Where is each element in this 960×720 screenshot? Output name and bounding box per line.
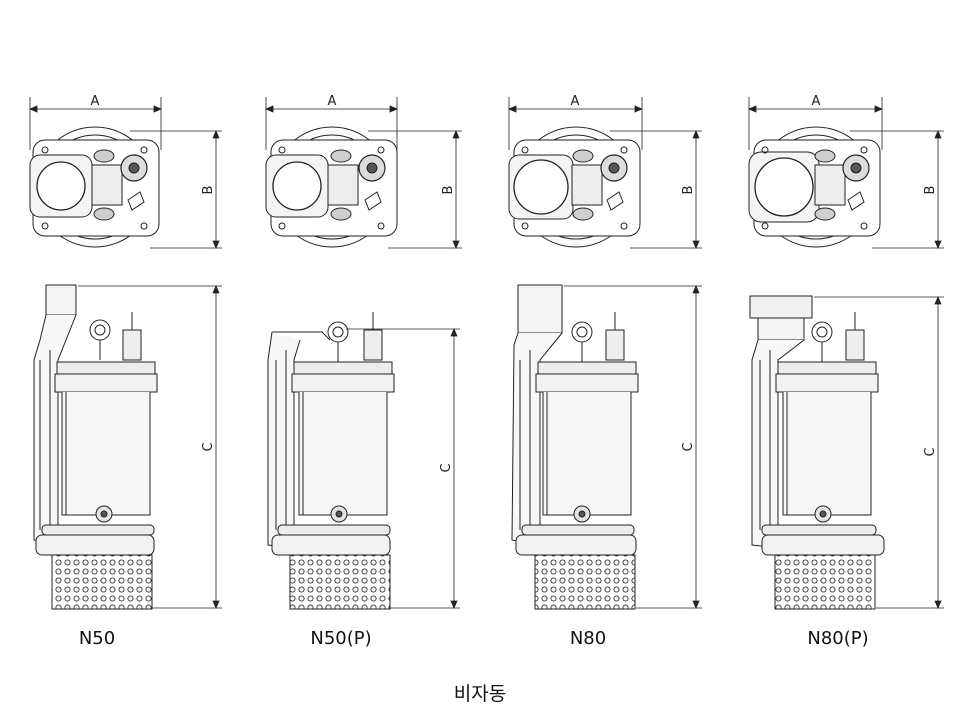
dim-a-n50p [264,97,399,150]
pump-n80 [507,97,702,610]
side-view-n80 [511,284,639,610]
dim-label-c-3: C [681,442,696,451]
dim-label-a-3: A [571,94,580,109]
dim-b-n50p [368,129,462,250]
dim-label-c-1: C [201,442,216,451]
dim-label-c-2: C [439,463,454,472]
model-label-n50: N50 [79,628,115,649]
dim-b-n80 [610,129,702,250]
top-view-n80p [748,126,881,248]
side-view-n80p [749,295,885,610]
pump-n80p [747,97,944,610]
dim-label-b-2: B [441,186,456,195]
dim-c-n80p [814,295,944,610]
dim-a-n50 [28,97,163,150]
model-label-n80: N80 [570,628,606,649]
side-view-n50 [33,284,158,610]
dim-label-a-1: A [91,94,100,109]
caption-text: 비자동 [454,683,506,705]
dim-label-b-4: B [923,186,938,195]
pump-n50 [28,97,222,610]
dim-c-n80 [564,284,702,610]
top-view-n50 [29,126,160,248]
top-view-n50p [265,126,398,248]
model-label-n50p: N50(P) [310,628,371,649]
dim-a-n80p [747,97,884,150]
dim-c-n50p [346,327,460,610]
model-label-n80p: N80(P) [807,628,868,649]
dim-b-n80p [850,129,944,250]
dim-label-b-3: B [681,186,696,195]
dim-c-n50 [78,284,222,610]
dim-label-a-4: A [812,94,821,109]
dim-label-b-1: B [201,186,216,195]
dim-label-c-4: C [923,447,938,456]
dim-label-a-2: A [328,94,337,109]
pump-n50p [264,97,462,610]
dim-a-n80 [507,97,644,150]
top-view-n80 [508,126,641,248]
dim-b-n50 [130,129,222,250]
side-view-n50p [267,312,395,610]
